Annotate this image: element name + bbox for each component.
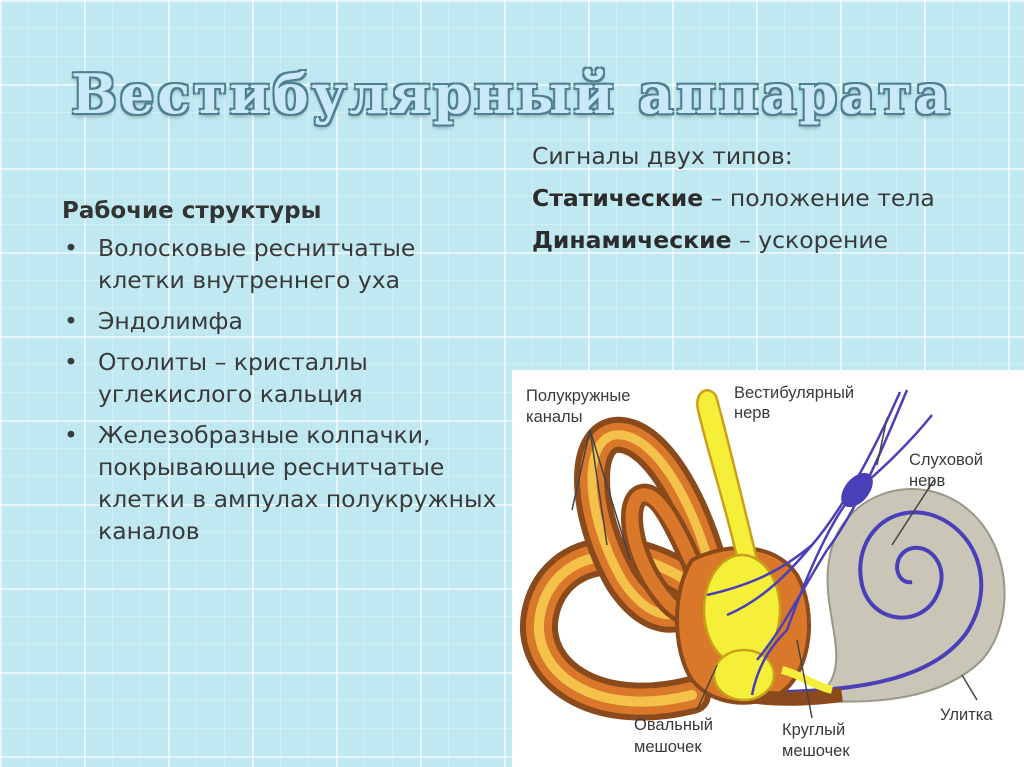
canals-label-line1: Полукружные [526,387,630,405]
vestibular-nerve-label-line1: Вестибулярный [734,384,854,402]
round-sac-label-line1: Круглый [782,721,845,739]
canals-label-line2: каналы [526,408,583,426]
static-signal: Статические – положение тела [532,182,972,214]
list-item: Железобразные колпачки, покрывающие ресн… [62,419,502,547]
auditory-nerve-label-line1: Слуховой [909,451,983,469]
static-desc: – положение тела [703,184,935,212]
inner-ear-diagram: Полукружные каналы Вестибулярный нерв Сл… [519,384,1006,760]
oval-sac-shape [702,553,782,667]
label-pointers [571,417,978,719]
round-sac-label-line2: мешочек [782,742,850,760]
inner-ear-figure: Полукружные каналы Вестибулярный нерв Сл… [512,370,1024,767]
list-item: Эндолимфа [62,305,502,337]
signal-types-intro: Сигналы двух типов: [532,142,793,170]
round-sac-shape [712,648,776,702]
reunion-duct-shape [780,666,834,694]
dynamic-term: Динамические [532,226,732,254]
cochlea-label: Улитка [940,706,993,724]
page-title: Вестибулярный аппарата [71,62,953,126]
working-structures-list: Волосковые реснитчатые клетки внутреннег… [62,232,502,547]
list-item: Волосковые реснитчатые клетки внутреннег… [62,232,502,296]
list-item: Отолиты – кристаллы углекислого кальция [62,346,502,410]
oval-sac-label-line1: Овальный [634,716,713,734]
static-term: Статические [532,184,704,212]
signal-types-block: Сигналы двух типов: Статические – положе… [532,140,972,266]
cochlea-shape [781,488,1006,703]
dynamic-signal: Динамические – ускорение [532,224,972,256]
auditory-nerve-label-line2: нерв [909,472,945,490]
working-structures-heading: Рабочие структуры [62,198,322,224]
vestibular-ganglion-shape [841,472,873,508]
working-structures-block: Рабочие структуры Волосковые реснитчатые… [62,198,502,556]
oval-sac-label-line2: мешочек [634,738,702,756]
cochlear-nerve-spiral [781,510,984,694]
dynamic-desc: – ускорение [731,226,889,254]
vestibular-nerve-label-line2: нерв [734,404,770,422]
